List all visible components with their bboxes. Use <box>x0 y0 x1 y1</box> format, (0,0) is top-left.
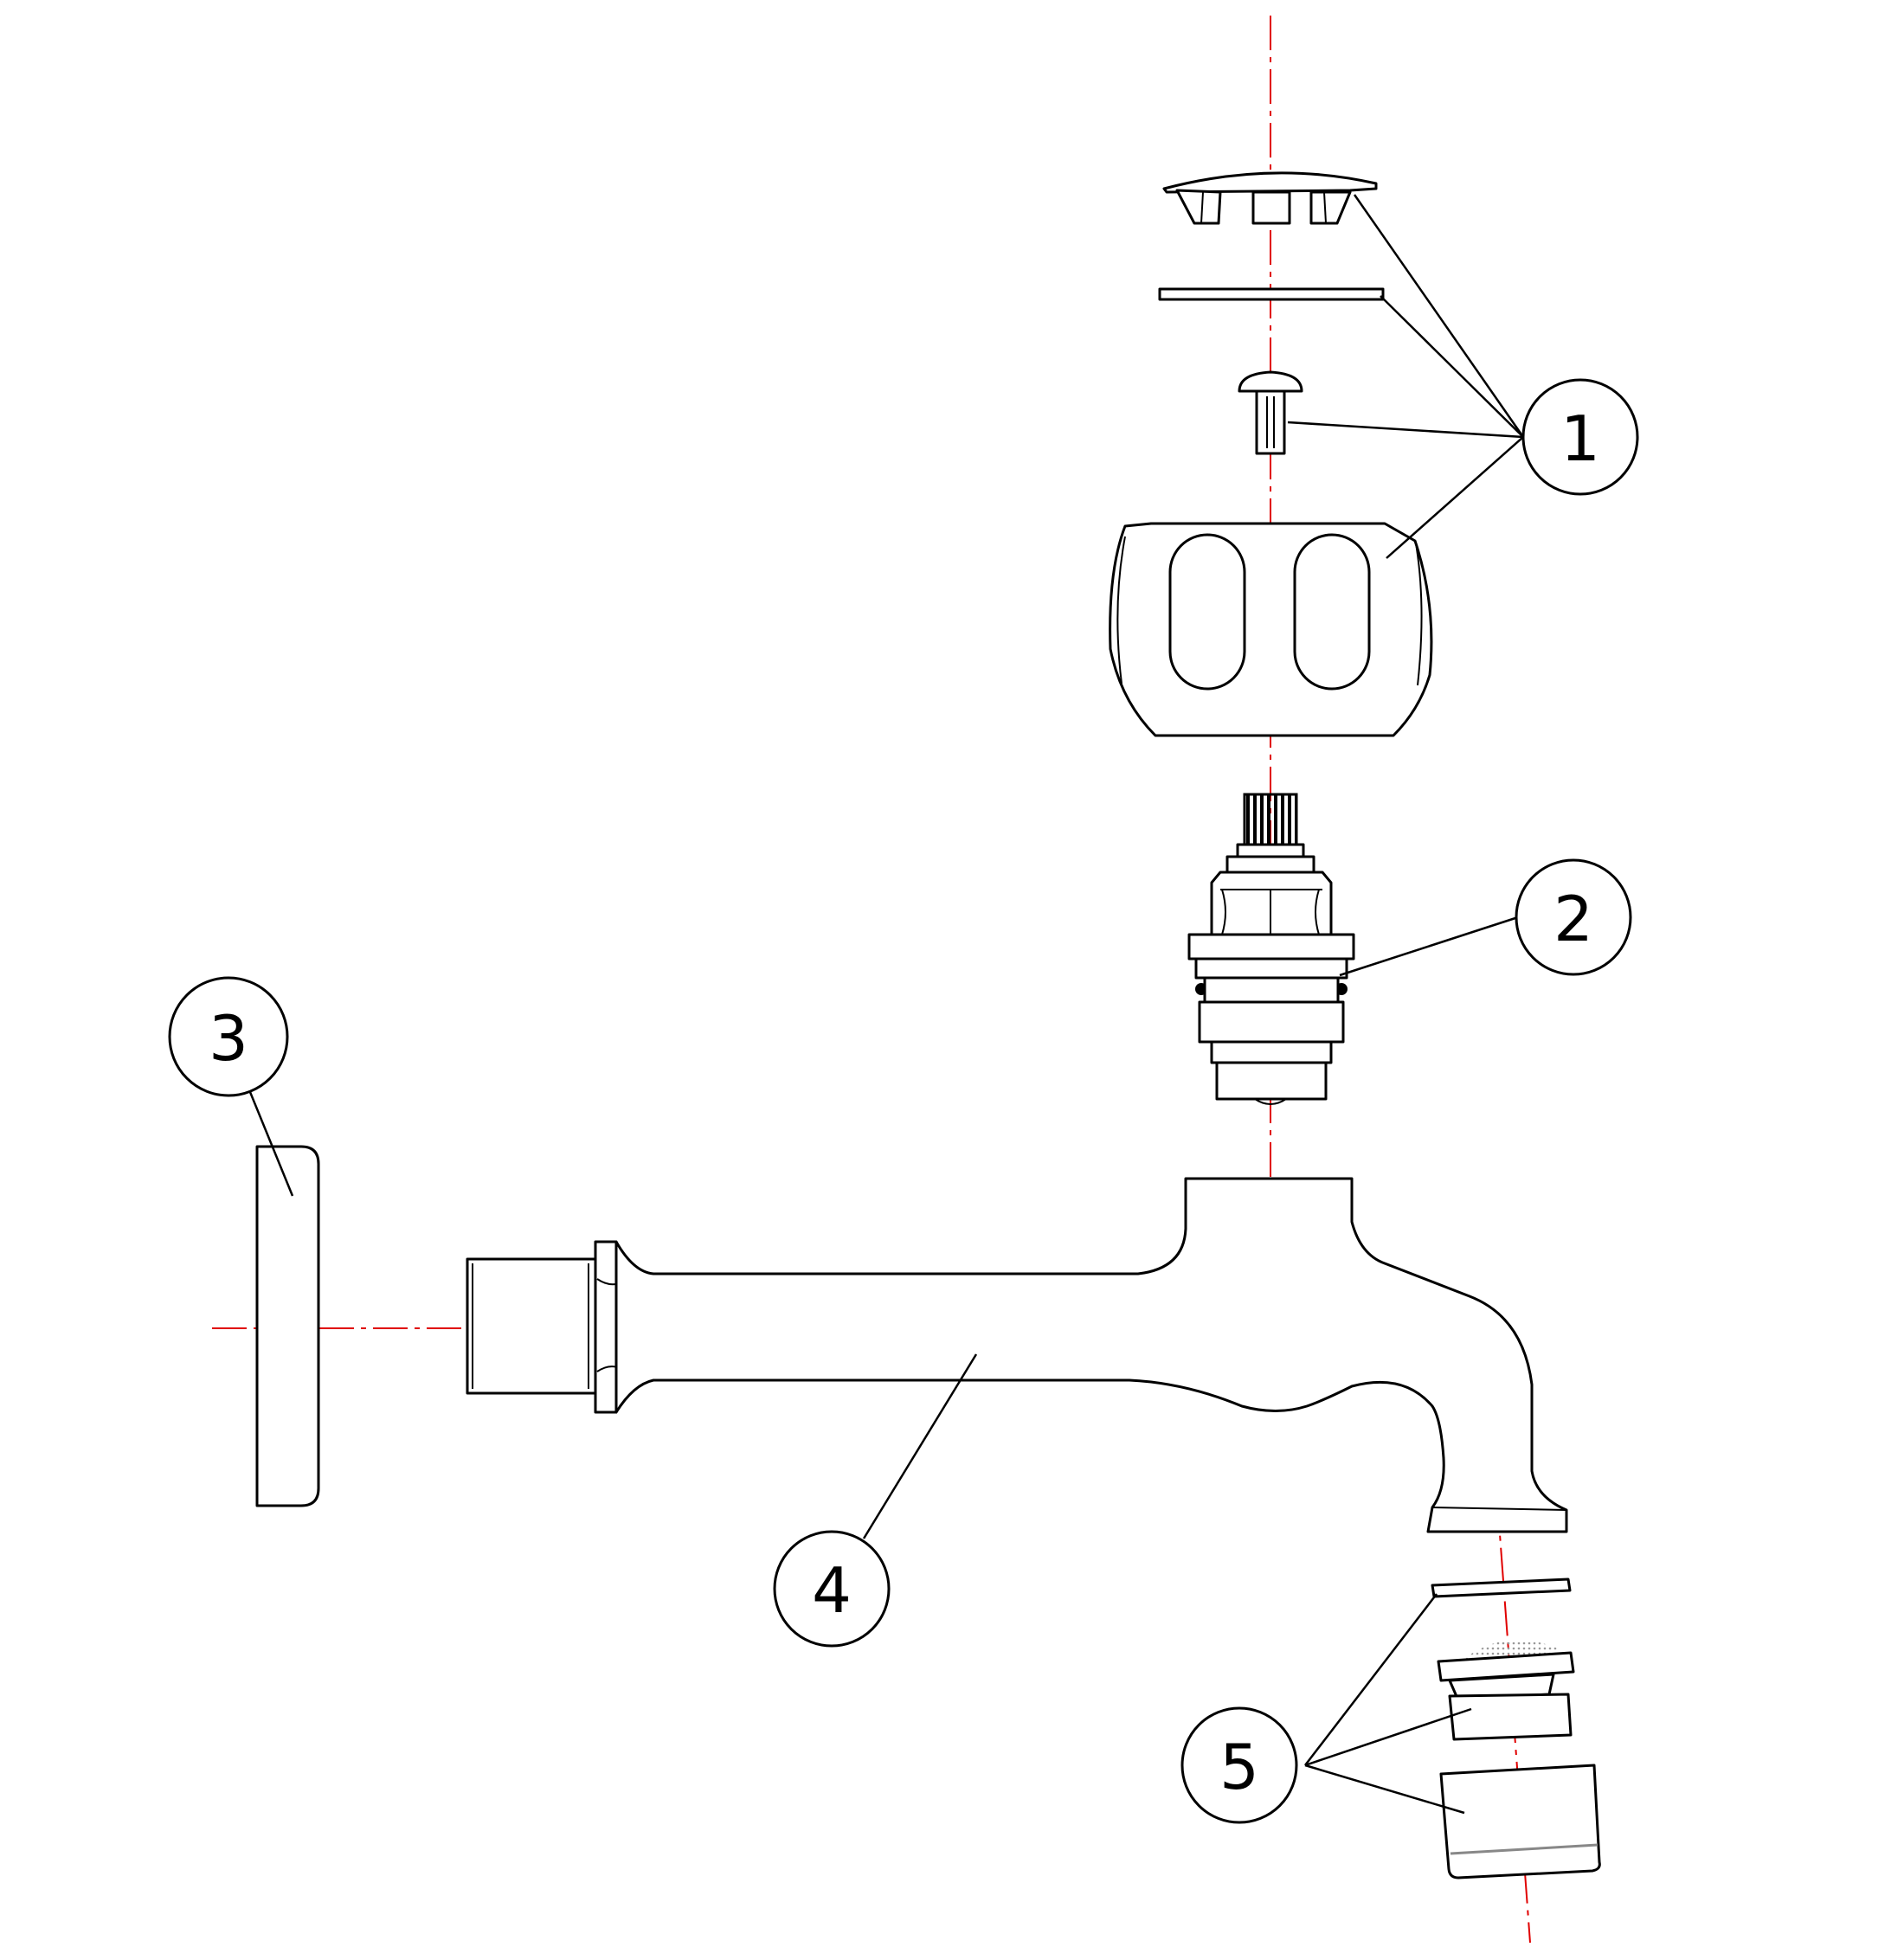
cap <box>1162 171 1378 225</box>
handle <box>1109 522 1433 737</box>
spindle-knurl <box>1243 793 1298 846</box>
handle-slot-left <box>1168 533 1246 691</box>
screw <box>1238 370 1303 455</box>
aerator-insert <box>1448 1693 1573 1741</box>
part-5-aerator-assembly <box>1431 1578 1601 1880</box>
balloon-5: 5 <box>1180 1706 1298 1824</box>
balloon-1: 1 <box>1521 378 1639 496</box>
balloon-2-label: 2 <box>1553 883 1593 955</box>
part-3-wall-flange <box>255 1145 320 1507</box>
part-1-handle-assembly <box>1109 171 1433 737</box>
leader-lines <box>248 194 1525 1815</box>
balloon-4-label: 4 <box>812 1554 852 1627</box>
aerator-washer <box>1431 1578 1572 1598</box>
balloon-5-label: 5 <box>1219 1731 1259 1803</box>
balloon-3-label: 3 <box>209 1002 248 1075</box>
balloon-3: 3 <box>168 976 289 1097</box>
spout-body <box>614 1177 1568 1533</box>
part-4-faucet-body <box>466 1177 1568 1533</box>
handle-slot-right <box>1293 533 1371 691</box>
washer <box>1158 287 1385 301</box>
part-2-valve-cartridge <box>1187 793 1355 1105</box>
aerator-housing <box>1439 1764 1601 1880</box>
inlet-thread <box>466 1257 597 1395</box>
balloon-1-label: 1 <box>1560 402 1600 475</box>
balloon-2: 2 <box>1515 858 1632 976</box>
balloon-4: 4 <box>773 1530 891 1648</box>
